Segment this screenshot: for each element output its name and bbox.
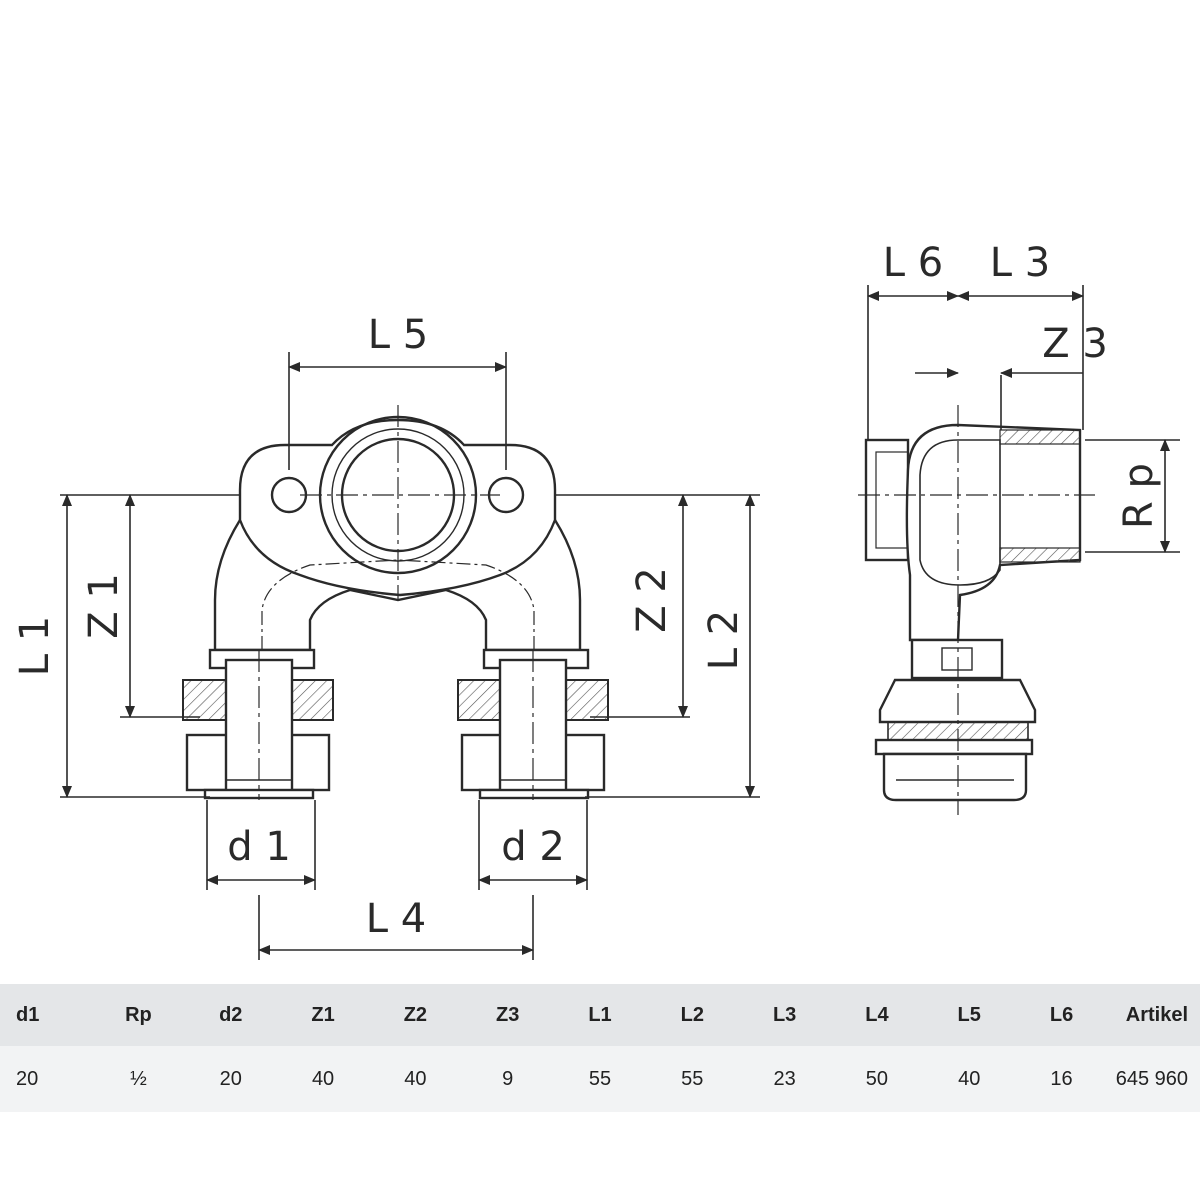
u-body-inner-right	[397, 559, 535, 650]
press-sleeve-end	[882, 752, 1028, 802]
header-d2: d2	[219, 1003, 243, 1026]
header-z3: Z3	[496, 1003, 520, 1026]
value-d2: 20	[219, 1067, 242, 1090]
label-d1: d 1	[227, 824, 291, 870]
header-l4: L4	[865, 1003, 889, 1026]
centerlines-side	[858, 405, 1095, 815]
centerlines-front	[258, 405, 534, 800]
side-view	[858, 405, 1095, 815]
label-d2: d 2	[501, 824, 565, 870]
press-fitting-left	[182, 648, 334, 800]
header-d1: d1	[16, 1003, 40, 1026]
press-sleeve	[874, 738, 1034, 756]
value-z2: 40	[404, 1067, 427, 1090]
value-l5: 40	[958, 1067, 981, 1090]
value-l4: 50	[865, 1067, 889, 1090]
value-d1: 20	[16, 1067, 39, 1090]
header-z1: Z1	[311, 1003, 335, 1026]
value-rp: ½	[130, 1067, 147, 1090]
dimension-lines	[60, 285, 1180, 960]
spec-table: d1 Rp d2 Z1 Z2 Z3 L1 L2 L3 L4 L5 L6 Arti…	[0, 984, 1200, 1112]
value-z1: 40	[311, 1067, 335, 1090]
u-body-inner-left	[261, 559, 399, 650]
front-view	[182, 405, 609, 800]
label-l4: L 4	[366, 896, 426, 942]
side-neck	[910, 638, 1004, 680]
label-l2: L 2	[701, 610, 747, 670]
elbow-inner	[919, 439, 1001, 586]
label-z1: Z 1	[81, 573, 127, 639]
thread-bottom	[999, 547, 1081, 563]
header-l5: L5	[957, 1003, 981, 1026]
header-z2: Z2	[403, 1003, 428, 1026]
header-l6: L6	[1049, 1003, 1074, 1026]
label-l5: L 5	[368, 312, 428, 358]
technical-drawing: L 5 L 6 L 3 Z 3 R p L 1 Z 1 Z 2 L 2 d 1 …	[12, 240, 1180, 960]
header-l1: L1	[588, 1003, 612, 1026]
table-header-row: d1 Rp d2 Z1 Z2 Z3 L1 L2 L3 L4 L5 L6 Arti…	[0, 984, 1200, 1046]
header-rp: Rp	[125, 1003, 152, 1026]
value-l6: 16	[1050, 1067, 1073, 1090]
table-row: 20 ½ 20 40 40 9 55 55 23 50 40 16 645 96…	[0, 1046, 1200, 1112]
value-l3: 23	[773, 1067, 796, 1090]
header-l3: L3	[772, 1003, 797, 1026]
value-z3: 9	[502, 1067, 514, 1090]
thread-top	[999, 429, 1081, 445]
label-rp: R p	[1116, 463, 1162, 529]
value-l2: 55	[681, 1067, 704, 1090]
value-artikel: 645 960	[1115, 1067, 1188, 1090]
label-z2: Z 2	[629, 567, 675, 633]
header-l2: L2	[680, 1003, 704, 1026]
side-neck-slot	[941, 647, 973, 671]
dimension-labels: L 5 L 6 L 3 Z 3 R p L 1 Z 1 Z 2 L 2 d 1 …	[12, 240, 1162, 942]
header-artikel: Artikel	[1125, 1003, 1188, 1026]
value-l1: 55	[588, 1067, 612, 1090]
label-l3: L 3	[990, 240, 1050, 286]
label-l6: L 6	[883, 240, 943, 286]
label-l1: L 1	[12, 616, 58, 676]
label-z3: Z 3	[1042, 321, 1108, 367]
elbow-body	[905, 423, 1082, 642]
side-plate	[864, 438, 910, 562]
